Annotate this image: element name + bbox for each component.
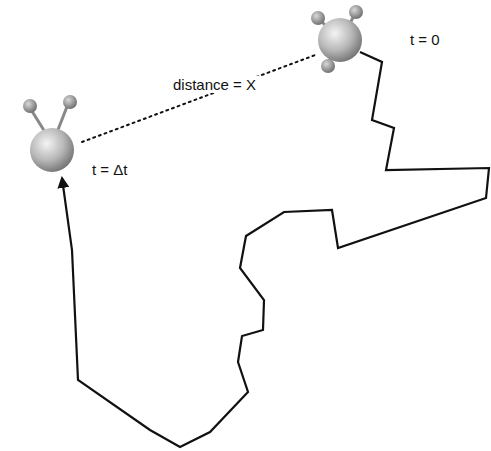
time-label: t = Δt	[92, 162, 127, 177]
water-molecule	[23, 95, 77, 172]
trajectory	[62, 52, 489, 447]
time-label: t = 0	[410, 32, 440, 47]
water-molecule	[311, 5, 363, 73]
distance-label: distance = X	[170, 76, 259, 93]
distance-line	[82, 54, 318, 142]
